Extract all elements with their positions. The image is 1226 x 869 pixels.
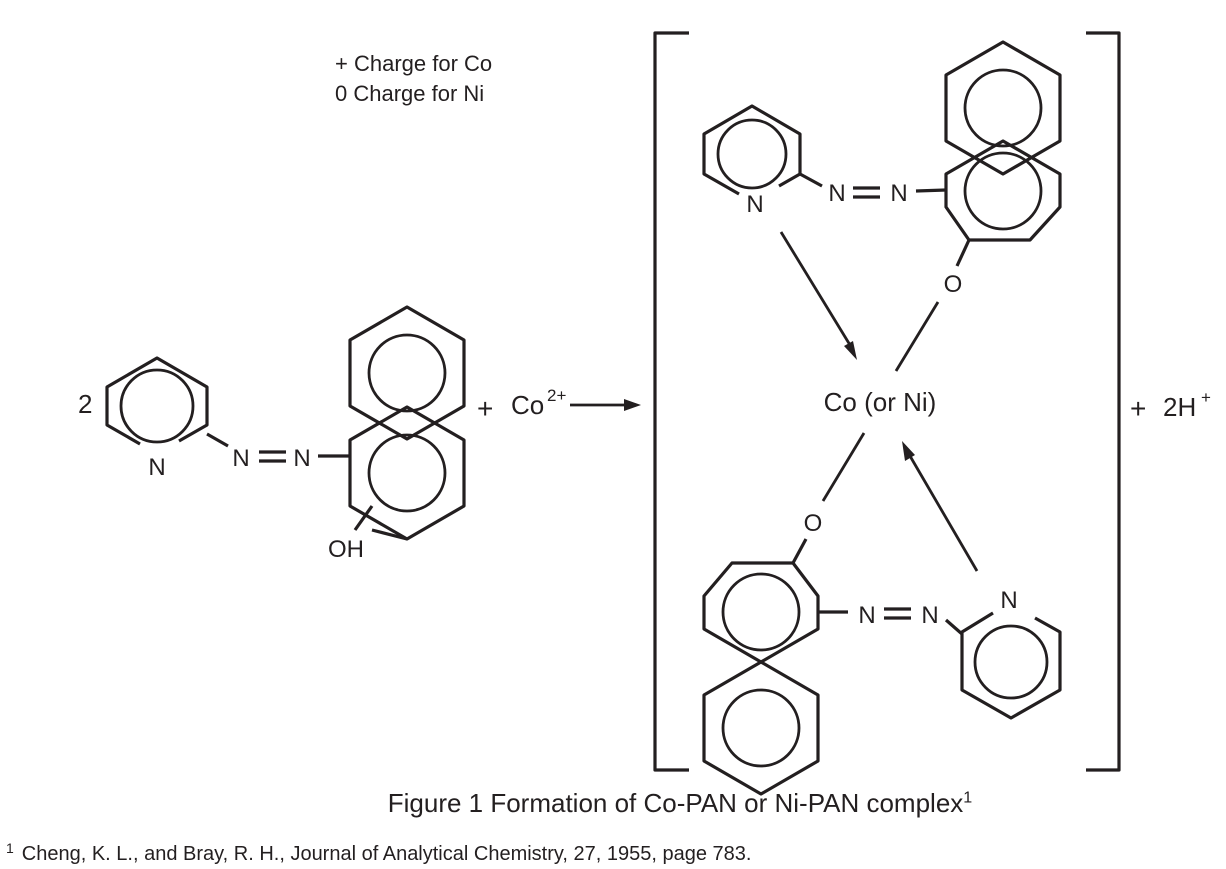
left-bracket (653, 31, 689, 772)
footnote-mark: 1 (6, 840, 14, 856)
footnote: 1 Cheng, K. L., and Bray, R. H., Journal … (6, 840, 751, 866)
bottom-coordination-bonds (821, 432, 979, 572)
right-bracket (1086, 31, 1121, 772)
metal-ion-reagent: + Co 2+ (477, 386, 566, 424)
bottom-phenolate-oxygen: O (804, 510, 823, 537)
reactant-hydroxyl: OH (328, 536, 364, 563)
reactant-azo-nitrogen-2: N (293, 445, 310, 472)
reactant-pyridine-nitrogen: N (148, 454, 165, 481)
reactant-azo-group: N N (206, 432, 350, 472)
caption-text: Figure 1 Formation of Co-PAN or Ni-PAN c… (387, 788, 964, 818)
reactant-pan: 2 N N N OH (78, 305, 466, 563)
footnote-text: Cheng, K. L., and Bray, R. H., Journal o… (21, 843, 752, 865)
charge-note-co: + Charge for Co (335, 51, 492, 76)
proton-product: + 2H + (1130, 388, 1211, 424)
reaction-arrow (570, 399, 641, 411)
plus-sign-2: + (1130, 393, 1146, 424)
figure-caption: Figure 1 Formation of Co-PAN or Ni-PAN c… (0, 788, 1226, 819)
reactant-naphthalene (348, 305, 466, 541)
top-azo-nitrogen-2: N (890, 180, 907, 207)
cobalt-ion-charge: 2+ (547, 386, 566, 405)
protons: 2H (1163, 392, 1196, 422)
central-metal-atom: Co (or Ni) (824, 387, 937, 417)
stoichiometric-coefficient: 2 (78, 389, 92, 419)
top-coordination-bonds (779, 231, 940, 372)
top-pyridine-nitrogen: N (746, 191, 763, 218)
proton-charge: + (1201, 388, 1211, 407)
reactant-pyridine-ring: N (105, 356, 209, 481)
complex-top-ligand: N N N O (702, 40, 1062, 298)
caption-reference-mark: 1 (963, 788, 973, 807)
top-phenolate-oxygen: O (944, 271, 963, 298)
bottom-pyridine-nitrogen: N (1000, 587, 1017, 614)
plus-sign-1: + (477, 393, 493, 424)
charge-note-ni: 0 Charge for Ni (335, 81, 484, 106)
bottom-azo-nitrogen-2: N (921, 602, 938, 629)
complex-bottom-ligand: O N N N (702, 510, 1062, 796)
bottom-azo-nitrogen-1: N (858, 602, 875, 629)
reactant-azo-nitrogen-1: N (232, 445, 249, 472)
cobalt-ion: Co (511, 390, 544, 420)
top-azo-nitrogen-1: N (828, 180, 845, 207)
